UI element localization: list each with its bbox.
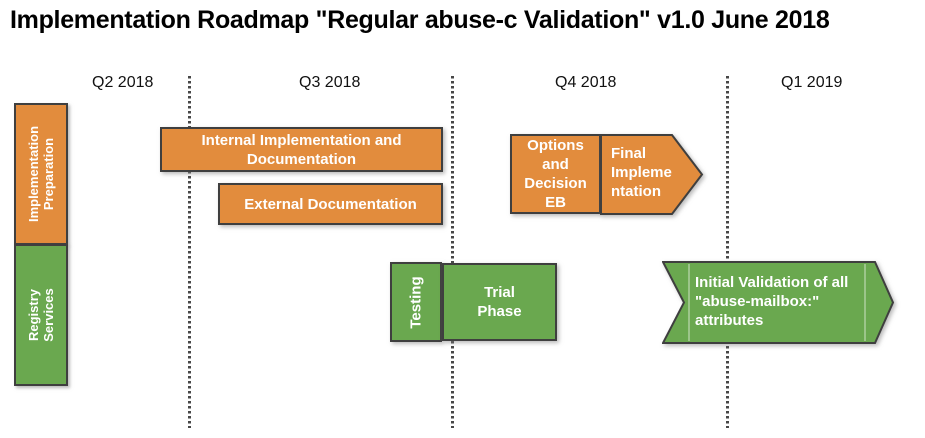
quarter-divider-line	[451, 76, 454, 428]
task-label: Options and Decision EB	[524, 137, 587, 211]
task-final-implementation-arrow: Final Implementation	[600, 134, 704, 215]
page-title: Implementation Roadmap "Regular abuse-c …	[10, 6, 830, 34]
task-label: Trial Phase	[477, 284, 522, 320]
task-initial-validation-arrow: Initial Validation of all "abuse-mailbox…	[662, 261, 895, 344]
task-label: Testing	[407, 275, 425, 329]
quarter-label-q2-2018: Q2 2018	[92, 74, 154, 91]
chevron-arrow-shape	[662, 261, 895, 344]
task-label: Initial Validation of all "abuse-mailbox…	[695, 274, 849, 329]
right-arrow-shape	[600, 134, 704, 215]
task-label: External Documentation	[244, 195, 417, 213]
quarter-label-q4-2018: Q4 2018	[555, 74, 617, 91]
quarter-divider-line	[188, 76, 191, 428]
lane-registry-services: Registry Services	[14, 244, 68, 386]
task-external-documentation: External Documentation	[218, 183, 443, 225]
task-trial-phase: Trial Phase	[442, 263, 557, 341]
task-label: Final Implementation	[611, 145, 672, 200]
lane-implementation-preparation: Implementation Preparation	[14, 103, 68, 245]
quarter-label-q3-2018: Q3 2018	[299, 74, 361, 91]
lane-label: Implementation Preparation	[26, 125, 57, 223]
task-label: Internal Implementation and Documentatio…	[201, 131, 402, 168]
task-testing: Testing	[390, 262, 442, 342]
task-internal-implementation-and-documentation: Internal Implementation and Documentatio…	[160, 127, 443, 172]
quarter-label-q1-2019: Q1 2019	[781, 74, 843, 91]
task-options-and-decision-eb: Options and Decision EB	[510, 134, 601, 214]
quarter-divider-line	[726, 76, 729, 428]
lane-label: Registry Services	[26, 288, 56, 342]
